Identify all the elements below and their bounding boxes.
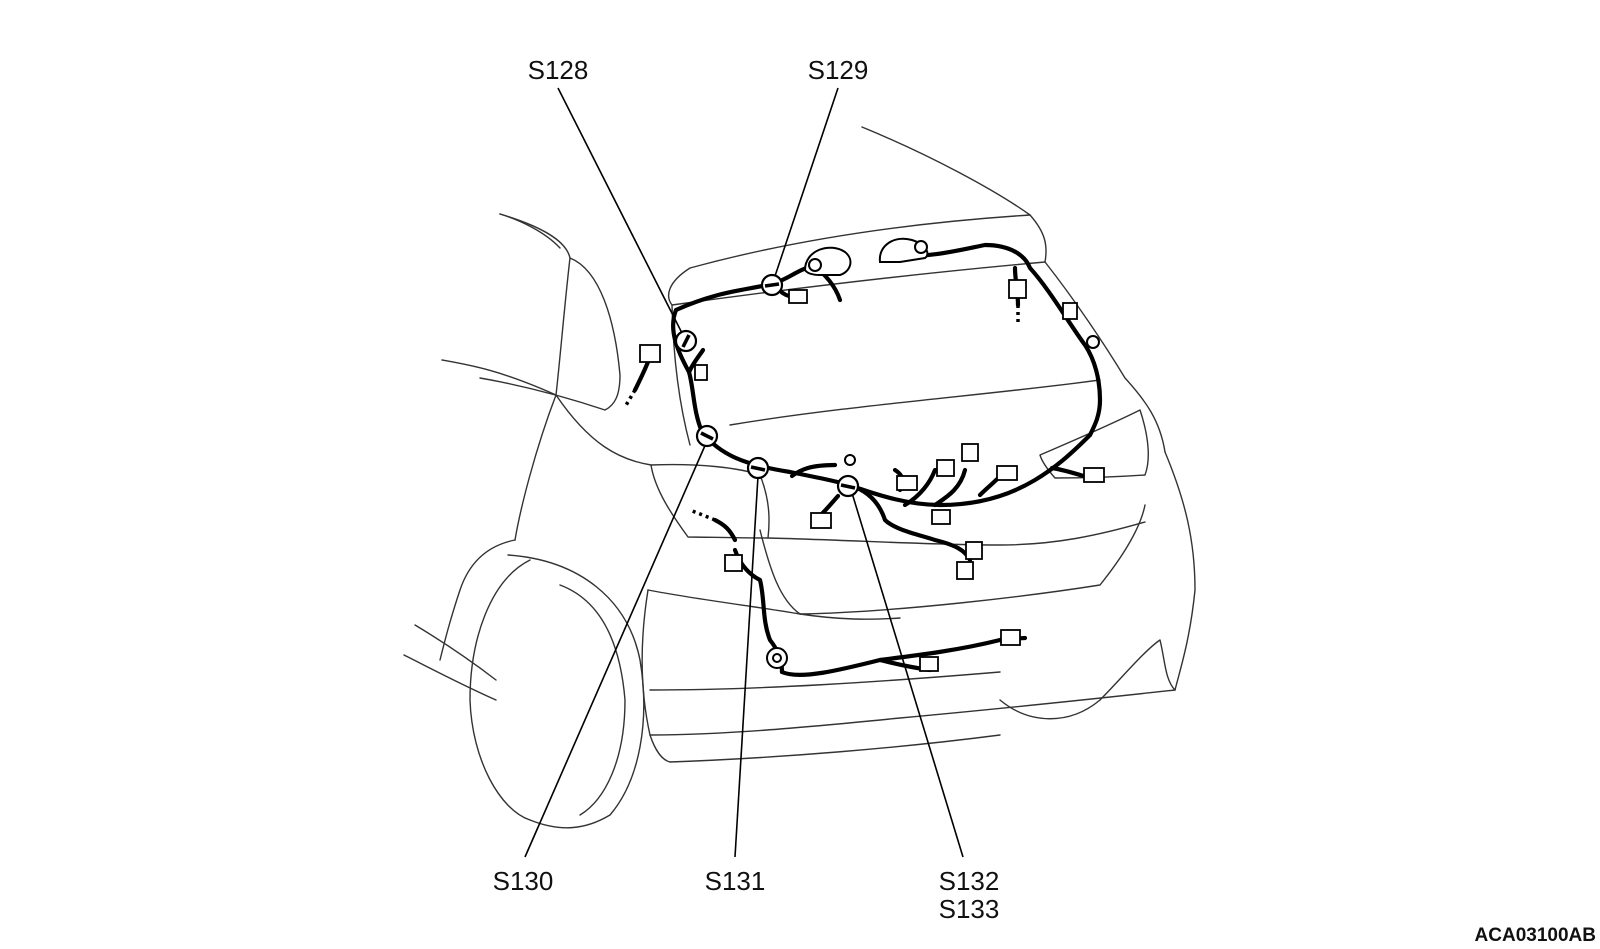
label-s128: S128 xyxy=(528,55,589,85)
leader-s132 xyxy=(851,492,964,858)
label-s129: S129 xyxy=(808,55,869,85)
splice-s132-marker xyxy=(836,474,860,498)
connector xyxy=(965,541,983,560)
label-s130: S130 xyxy=(493,866,554,896)
figure-id: ACA03100AB xyxy=(1475,925,1596,946)
label-s131: S131 xyxy=(705,866,766,896)
leader-s131 xyxy=(734,475,759,858)
connector xyxy=(788,289,808,304)
connector xyxy=(694,364,708,381)
connector xyxy=(996,465,1018,481)
connector xyxy=(1083,467,1105,483)
grommet xyxy=(808,258,822,272)
leader-s129 xyxy=(771,87,839,286)
splice-s128-marker xyxy=(674,329,698,353)
connector xyxy=(956,561,974,580)
leader-s128 xyxy=(557,87,687,342)
splice-s131-marker xyxy=(746,456,770,480)
connector xyxy=(919,656,939,672)
splice-s129-marker xyxy=(760,273,784,297)
connector xyxy=(1062,302,1078,320)
connector xyxy=(724,554,743,572)
connector xyxy=(1000,629,1021,646)
connectors xyxy=(639,237,1105,672)
grommet xyxy=(914,240,928,254)
leader-lines xyxy=(524,87,964,858)
connector xyxy=(936,459,955,477)
ground-terminal xyxy=(844,454,856,466)
connector xyxy=(639,344,661,363)
connector xyxy=(896,475,918,491)
connector xyxy=(931,509,951,525)
connector xyxy=(810,512,832,529)
leader-s130 xyxy=(524,440,708,858)
splice-s130-marker xyxy=(695,424,719,448)
label-s132: S132 xyxy=(939,866,1000,896)
harness-dashed-leads xyxy=(623,305,1020,522)
connector xyxy=(961,443,979,462)
ground-terminal xyxy=(1086,335,1100,349)
vehicle-outline xyxy=(403,126,1196,829)
connector xyxy=(1008,279,1027,299)
wiring-harness xyxy=(632,242,1103,677)
label-s133: S133 xyxy=(939,894,1000,924)
grommet xyxy=(772,653,782,663)
